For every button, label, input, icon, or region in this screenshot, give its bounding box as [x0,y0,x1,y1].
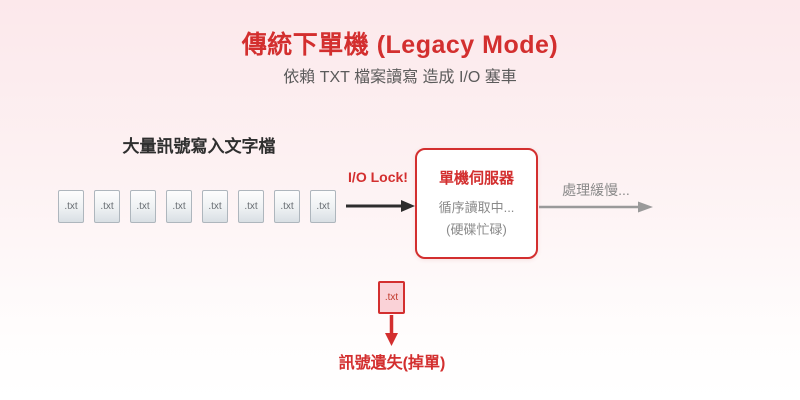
input-arrow-icon [346,200,415,212]
lost-txt-file-icon: .txt [378,281,405,314]
output-arrow-icon [539,201,653,213]
files-group-label: 大量訊號寫入文字檔 [122,137,276,156]
page-title: 傳統下單機 (Legacy Mode) [241,31,559,59]
txt-file-icon: .txt [58,190,84,223]
io-lock-label: I/O Lock! [348,169,408,185]
slow-processing-label: 處理緩慢... [562,182,630,198]
txt-file-icon: .txt [274,190,300,223]
page-subtitle: 依賴 TXT 檔案讀寫 造成 I/O 塞車 [283,69,517,86]
txt-file-icon: .txt [238,190,264,223]
server-status-line: 循序讀取中... [438,200,515,216]
server-title: 單機伺服器 [438,170,514,188]
txt-file-icon: .txt [202,190,228,223]
txt-file-icon: .txt [130,190,156,223]
server-box: 單機伺服器 循序讀取中... (硬碟忙碌) [415,148,538,259]
signal-loss-label: 訊號遺失(掉單) [338,355,446,372]
txt-file-icon: .txt [166,190,192,223]
txt-file-icon: .txt [94,190,120,223]
txt-file-icon: .txt [310,190,336,223]
txt-file-row: .txt .txt .txt .txt .txt .txt .txt .txt [58,190,336,223]
signal-loss-arrow-icon [385,315,398,346]
server-status-line: (硬碟忙碌) [446,221,507,237]
